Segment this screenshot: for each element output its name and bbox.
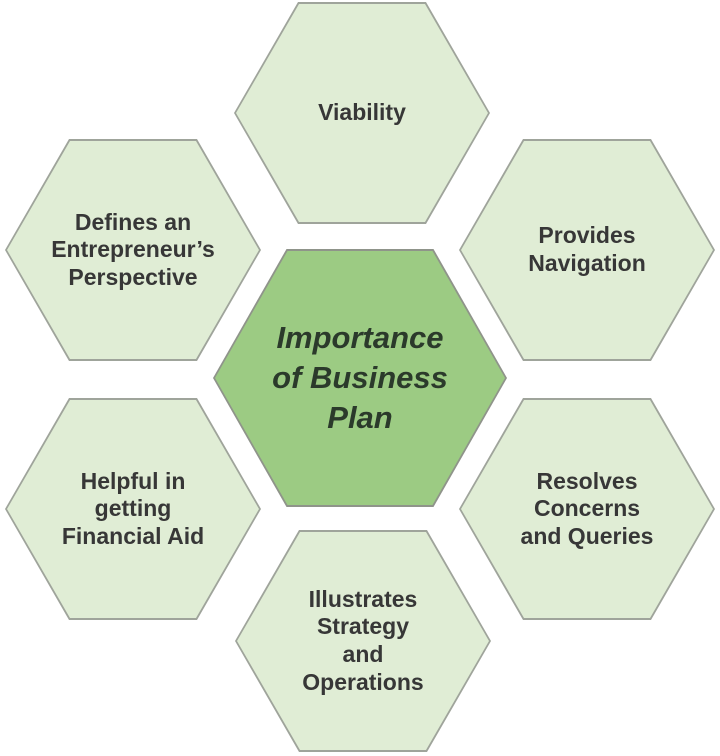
diagram-title: Importance of Business Plan xyxy=(272,320,448,435)
hexagon-shape xyxy=(215,251,505,505)
hexagon-label: Illustrates Strategy and Operations xyxy=(302,585,424,695)
hexagon-label: Provides Navigation xyxy=(528,222,646,276)
hexagon-viability: Viability xyxy=(234,2,490,224)
hexagon-defines-entrepreneurs-perspective: Defines an Entrepreneur’s Perspective xyxy=(5,139,261,361)
hexagon-importance-of-business-plan: Importance of Business Plan xyxy=(213,249,507,507)
hexagon-illustrates-strategy-operations: Illustrates Strategy and Operations xyxy=(235,530,491,752)
hexagon-label: Defines an Entrepreneur’s Perspective xyxy=(51,208,215,290)
hexagon-label: Viability xyxy=(318,99,406,126)
hexagon-provides-navigation: Provides Navigation xyxy=(459,139,715,361)
hexagon-helpful-financial-aid: Helpful in getting Financial Aid xyxy=(5,398,261,620)
hexagon-resolves-concerns-queries: Resolves Concerns and Queries xyxy=(459,398,715,620)
hexagon-label: Helpful in getting Financial Aid xyxy=(61,467,205,549)
hexagon-label: Resolves Concerns and Queries xyxy=(520,467,654,549)
